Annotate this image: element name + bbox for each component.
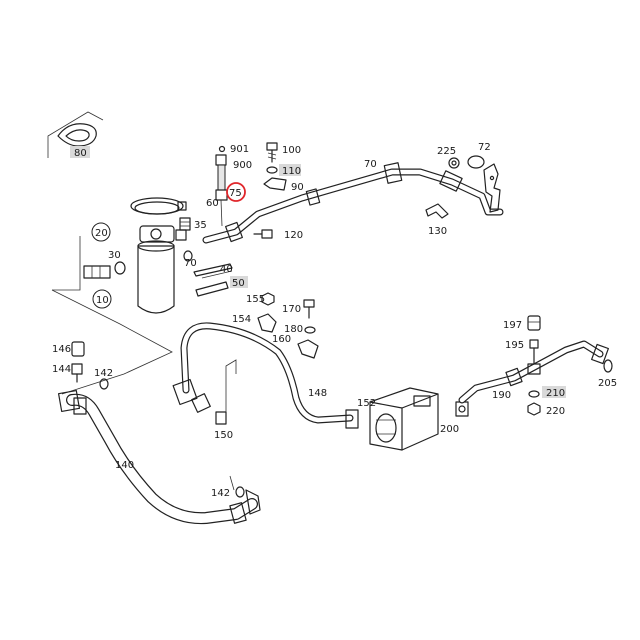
- part-200-fitting[interactable]: [455, 401, 469, 417]
- label-901: 901: [230, 144, 249, 155]
- part-146-cap[interactable]: [71, 341, 85, 357]
- label-70b: 70: [184, 258, 197, 269]
- label-box-80: [70, 146, 90, 158]
- label-110: 110: [282, 166, 301, 177]
- part-130-clip[interactable]: [425, 203, 449, 219]
- label-60: 60: [206, 198, 219, 209]
- part-50-strip[interactable]: [195, 276, 248, 297]
- part-35-fitting[interactable]: [179, 217, 191, 231]
- label-box-210: [542, 386, 566, 398]
- label-144: 144: [52, 364, 71, 375]
- part-110-nut[interactable]: [266, 164, 301, 176]
- part-142a-oring[interactable]: [99, 378, 109, 390]
- label-200: 200: [440, 424, 459, 435]
- label-152: 152: [357, 398, 376, 409]
- label-35: 35: [194, 220, 207, 231]
- part-60-mounting-ring[interactable]: [130, 197, 187, 215]
- label-130: 130: [428, 226, 447, 237]
- callout-10: [92, 289, 112, 309]
- bracket-line-20: [52, 236, 81, 291]
- part-220-nut[interactable]: [527, 402, 541, 416]
- part-197-cap[interactable]: [527, 315, 541, 331]
- label-190: 190: [492, 390, 511, 401]
- label-210: 210: [546, 388, 565, 399]
- part-70-pipe[interactable]: [202, 162, 504, 244]
- label-180: 180: [284, 324, 303, 335]
- part-180-washer[interactable]: [304, 326, 316, 334]
- part-142b-oring[interactable]: [235, 486, 245, 498]
- part-80-hose-clip[interactable]: 80: [47, 111, 104, 159]
- part-205-oring[interactable]: [603, 359, 613, 373]
- part-20-adapter[interactable]: [83, 265, 111, 279]
- part-144-valve[interactable]: [71, 363, 83, 383]
- label-195: 195: [505, 340, 524, 351]
- label-100: 100: [282, 145, 301, 156]
- label-148: 148: [308, 388, 327, 399]
- leader-142b: [229, 475, 235, 491]
- callout-20: [91, 222, 111, 242]
- label-30: 30: [108, 250, 121, 261]
- label-197: 197: [503, 320, 522, 331]
- label-50: 50: [232, 278, 245, 289]
- part-75-pressure-switch[interactable]: [215, 145, 246, 227]
- part-160-clamp[interactable]: [297, 339, 319, 359]
- part-40-strip[interactable]: [193, 263, 233, 279]
- part-90-clamp[interactable]: [263, 177, 287, 191]
- part-152-compressor[interactable]: [369, 387, 439, 451]
- label-90: 90: [291, 182, 304, 193]
- label-box-110: [279, 164, 301, 176]
- part-140-hose[interactable]: [57, 389, 261, 525]
- part-70b-oring[interactable]: [183, 250, 193, 262]
- part-225-seal[interactable]: [448, 157, 460, 169]
- label-120: 120: [284, 230, 303, 241]
- bracket-line-10: [51, 289, 173, 395]
- part-100-bolt[interactable]: [266, 142, 278, 163]
- label-80: 80: [74, 148, 87, 159]
- part-150-fitting[interactable]: [215, 411, 227, 425]
- part-155-nut[interactable]: [261, 292, 275, 306]
- label-box-50: [230, 276, 248, 288]
- label-20: 20: [95, 228, 108, 239]
- label-220: 220: [546, 406, 565, 417]
- label-225: 225: [437, 146, 456, 157]
- label-900: 900: [233, 160, 252, 171]
- part-210-seal[interactable]: [528, 386, 566, 398]
- label-155: 155: [246, 294, 265, 305]
- part-195-valve[interactable]: [527, 339, 541, 375]
- leader-150: [225, 359, 237, 412]
- label-154: 154: [232, 314, 251, 325]
- part-72-bracket[interactable]: [467, 155, 501, 213]
- part-10-receiver-drier[interactable]: [137, 225, 187, 314]
- label-142a: 142: [94, 368, 113, 379]
- label-142b: 142: [211, 488, 230, 499]
- label-10: 10: [96, 295, 109, 306]
- part-170-bolt[interactable]: [303, 299, 315, 319]
- label-170: 170: [282, 304, 301, 315]
- label-150: 150: [214, 430, 233, 441]
- part-154-clamp[interactable]: [257, 313, 277, 333]
- label-72: 72: [478, 142, 491, 153]
- part-148-hose[interactable]: [172, 322, 359, 429]
- label-140: 140: [115, 460, 134, 471]
- part-30-oring[interactable]: [114, 261, 126, 275]
- label-40: 40: [220, 264, 233, 275]
- label-75: 75: [229, 188, 242, 199]
- label-205: 205: [598, 378, 617, 389]
- highlight-circle-75: [226, 182, 246, 202]
- label-160: 160: [272, 334, 291, 345]
- label-146: 146: [52, 344, 71, 355]
- label-70: 70: [364, 159, 377, 170]
- part-120-fitting[interactable]: [253, 229, 273, 239]
